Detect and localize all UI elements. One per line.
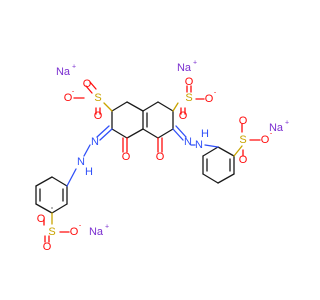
amine-nitrogen-right: N xyxy=(195,139,203,151)
carbonyl-oxygen-left: O xyxy=(122,151,131,163)
charge-left-top: - xyxy=(72,89,75,96)
sodium-ion-4: Na xyxy=(89,226,104,238)
sulfur-right-top: S xyxy=(185,92,192,104)
oxygen-right-top-2: O xyxy=(205,93,214,105)
oxygen-left-phenyl-1: O xyxy=(70,226,79,238)
amine-hydrogen-left: H xyxy=(85,166,93,178)
oxygen-left-top-2: O xyxy=(64,92,73,104)
oxygen-left-phenyl-2: O xyxy=(43,241,52,253)
oxygen-right-phenyl-2: O xyxy=(261,134,270,146)
sodium-charge-2: + xyxy=(193,60,197,67)
oxygen-right-top-3: O xyxy=(179,110,188,122)
oxygen-right-phenyl-1: O xyxy=(239,115,248,127)
structure-canvas: O O N N H N N H S O O - O S O O - O S O … xyxy=(35,60,289,254)
amine-hydrogen-right: H xyxy=(201,128,209,140)
oxygen-left-phenyl-3: O xyxy=(37,213,46,225)
oxygen-left-top-3: O xyxy=(94,110,103,122)
sulfur-right-phenyl: S xyxy=(239,134,246,146)
charge-right-top: - xyxy=(214,90,217,97)
charge-right-phenyl: - xyxy=(270,131,273,138)
sulfur-left-top: S xyxy=(94,92,101,104)
sodium-ion-1: Na xyxy=(56,66,71,78)
oxygen-left-top-1: O xyxy=(83,78,92,90)
charge-left-phenyl: - xyxy=(79,223,82,230)
sodium-charge-3: + xyxy=(285,120,289,127)
carbon-bonds xyxy=(35,101,235,214)
sodium-ion-3: Na xyxy=(269,122,284,134)
sulfur-left-phenyl: S xyxy=(48,226,55,238)
sodium-charge-4: + xyxy=(105,224,109,231)
amine-nitrogen-left: N xyxy=(77,156,85,168)
hydrazone-nitrogen-left: N xyxy=(91,136,99,148)
atom-labels: O O N N H N N H S O O - O S O O - O S O … xyxy=(37,60,289,254)
sodium-ion-2: Na xyxy=(177,62,192,74)
hetero-bonds xyxy=(43,81,261,243)
sodium-charge-1: + xyxy=(72,64,76,71)
oxygen-right-top-1: O xyxy=(185,76,194,88)
oxygen-right-phenyl-3: O xyxy=(239,154,248,166)
hydrazone-nitrogen-right: N xyxy=(184,136,192,148)
carbonyl-oxygen-right: O xyxy=(156,151,165,163)
